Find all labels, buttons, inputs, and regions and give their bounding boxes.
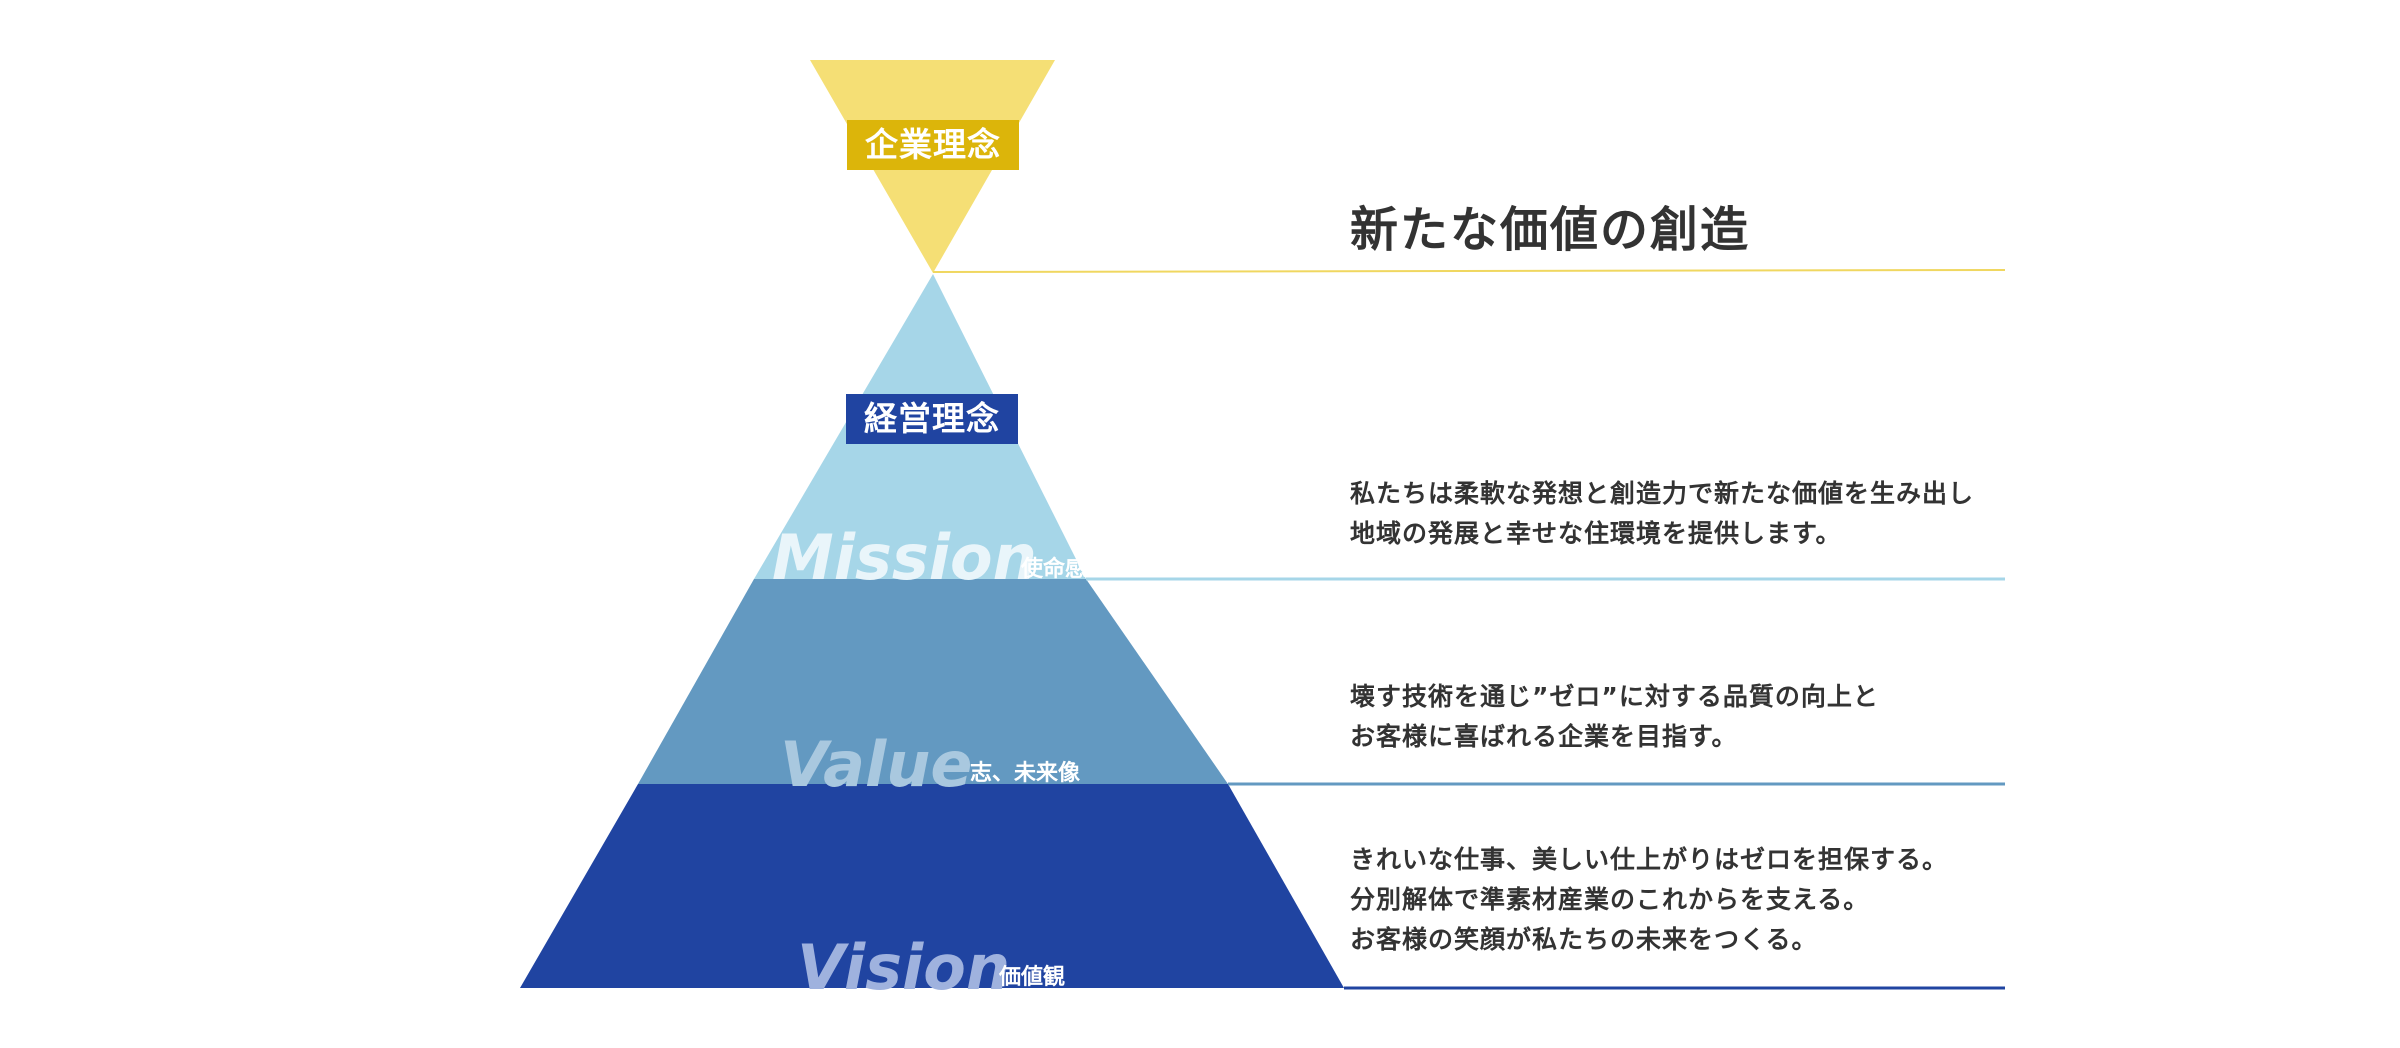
philosophy-divider-line: [932, 269, 2006, 273]
philosophy-headline: 新たな価値の創造: [1350, 202, 1751, 258]
management-label: 経営理念: [846, 394, 1018, 444]
philosophy-label: 企業理念: [847, 120, 1019, 170]
mission-line-1: 私たちは柔軟な発想と創造力で新たな価値を生み出し: [1350, 479, 1975, 508]
value-line-1: 壊す技術を通じ”ゼロ”に対する品質の向上と: [1350, 682, 1879, 711]
value-line-2: お客様に喜ばれる企業を目指す。: [1350, 722, 1738, 751]
vision-line-1: きれいな仕事、美しい仕上がりはゼロを担保する。: [1350, 845, 1949, 874]
value-title: Value: [780, 728, 973, 801]
value-description: 壊す技術を通じ”ゼロ”に対する品質の向上と お客様に喜ばれる企業を目指す。: [1350, 677, 1879, 757]
vision-title: Vision: [797, 931, 1011, 1004]
value-tier-shape: [638, 579, 1228, 784]
vision-tier-shape: [520, 784, 1344, 988]
vision-line-3: お客様の笑顔が私たちの未来をつくる。: [1350, 925, 1818, 954]
mission-description: 私たちは柔軟な発想と創造力で新たな価値を生み出し 地域の発展と幸せな住環境を提供…: [1350, 474, 1974, 554]
value-subtitle: 志、未来像: [970, 761, 1081, 786]
mission-line-2: 地域の発展と幸せな住環境を提供します。: [1350, 519, 1842, 548]
mission-title: Mission: [772, 521, 1037, 594]
vision-line-2: 分別解体で準素材産業のこれからを支える。: [1350, 885, 1870, 914]
vision-subtitle: 価値観: [999, 965, 1066, 990]
vision-description: きれいな仕事、美しい仕上がりはゼロを担保する。 分別解体で準素材産業のこれからを…: [1350, 840, 1948, 960]
mission-subtitle: 使命感: [1021, 557, 1088, 582]
